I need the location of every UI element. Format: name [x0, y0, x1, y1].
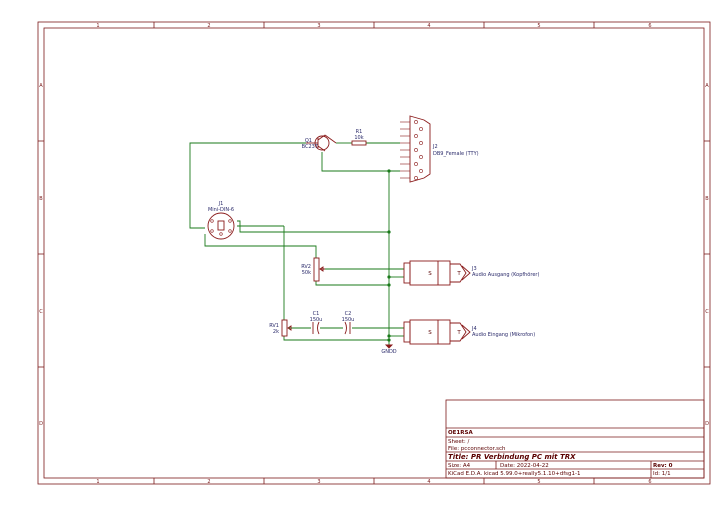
tb-file: File: pcconnector.sch [448, 446, 506, 452]
j1-value: Mini-DIN-6 [208, 207, 234, 213]
j3-ref: J3 [471, 266, 477, 272]
j2-value: DB9_Female (TTY) [433, 151, 479, 157]
row-label-c-right: C [705, 309, 709, 315]
q1-value: BC237 [302, 144, 318, 150]
wires [189, 142, 404, 345]
tb-size: Size: A4 [448, 463, 471, 469]
col-label-2-bottom: 2 [207, 479, 210, 485]
rv1-ref: RV1 [269, 323, 279, 329]
connector-j1-mini-din: J1 Mini-DIN-6 [207, 201, 235, 240]
col-label-1: 1 [96, 23, 99, 29]
potentiometer-rv2: RV2 50k [301, 257, 325, 282]
j3-pin-t: T [456, 271, 461, 277]
col-label-5: 5 [537, 23, 540, 29]
row-label-b: B [39, 196, 43, 202]
tb-sheet: Sheet: / [448, 439, 470, 445]
tb-date: Date: 2022-04-22 [500, 463, 549, 469]
tb-id: Id: 1/1 [653, 471, 671, 477]
db9-pins [400, 120, 423, 180]
j3-pin-s: S [428, 271, 432, 277]
col-label-3: 3 [317, 23, 320, 29]
col-label-3-bottom: 3 [317, 479, 320, 485]
r1-value: 10k [354, 135, 363, 141]
title-block: OE1RSA Sheet: / File: pcconnector.sch Ti… [445, 399, 705, 479]
row-label-c: C [39, 309, 43, 315]
gnd-label: GNDD [381, 349, 396, 355]
j3-value: Audio Ausgang (Kopfhörer) [472, 272, 539, 278]
capacitor-c1: C1 150u [310, 311, 323, 335]
resistor-r1: R1 10k [351, 129, 367, 146]
col-label-5-bottom: 5 [537, 479, 540, 485]
ground-symbol: GNDD [381, 344, 397, 355]
zone-labels: 1 2 3 4 5 6 1 2 3 4 5 6 A B C D A B C D [39, 23, 709, 485]
j4-pin-t: T [456, 330, 461, 336]
tb-company: OE1RSA [448, 430, 473, 436]
rv2-value: 50k [302, 270, 311, 276]
c1-ref: C1 [313, 311, 320, 317]
sheet-frame [37, 21, 711, 485]
j2-ref: J2 [432, 144, 438, 150]
c2-value: 150u [342, 317, 355, 323]
col-label-6: 6 [648, 23, 651, 29]
c1-value: 150u [310, 317, 323, 323]
row-label-a-right: A [705, 83, 709, 89]
j4-ref: J4 [471, 326, 477, 332]
col-label-2: 2 [207, 23, 210, 29]
j4-pin-s: S [428, 330, 432, 336]
capacitor-c2: C2 150u [342, 311, 355, 335]
row-label-d: D [39, 421, 43, 427]
row-label-b-right: B [705, 196, 709, 202]
rv1-value: 2k [273, 329, 279, 335]
transistor-q1: Q1 BC237 [302, 134, 337, 152]
tb-rev: Rev: 0 [653, 463, 673, 469]
row-label-d-right: D [705, 421, 709, 427]
row-label-a: A [39, 83, 43, 89]
col-label-4-bottom: 4 [427, 479, 430, 485]
j1-ref: J1 [218, 201, 224, 207]
tb-title: Title: PR Verbindung PC mit TRX [448, 453, 576, 461]
r1-ref: R1 [356, 129, 363, 135]
potentiometer-rv1: RV1 2k [269, 319, 292, 337]
c2-ref: C2 [345, 311, 352, 317]
tb-tool: KiCad E.D.A. kicad 5.99.0+really5.1.10+d… [448, 471, 580, 477]
connector-j2-db9: J2 DB9_Female (TTY) [400, 115, 479, 183]
q1-ref: Q1 [305, 138, 312, 144]
junctions [387, 169, 391, 342]
col-label-1-bottom: 1 [96, 479, 99, 485]
j4-value: Audio Eingang (Mikrofon) [472, 332, 535, 338]
connector-j3-audio-jack: S T J3 Audio Ausgang (Kopfhörer) [403, 260, 539, 286]
col-label-6-bottom: 6 [648, 479, 651, 485]
rv2-ref: RV2 [301, 264, 311, 270]
connector-j4-audio-jack: S T J4 Audio Eingang (Mikrofon) [403, 319, 535, 345]
col-label-4: 4 [427, 23, 430, 29]
